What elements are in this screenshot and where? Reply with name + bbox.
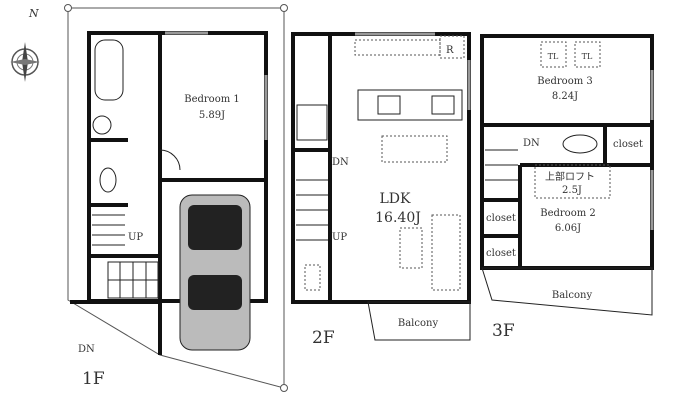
skylight-2-label: TL bbox=[582, 52, 593, 61]
balcony-3f-label: Balcony bbox=[552, 290, 593, 301]
stairs bbox=[296, 179, 328, 241]
compass-icon: N bbox=[10, 7, 40, 82]
floor-2: R DN UP LDK 16.40J Balcony 2F bbox=[291, 32, 471, 348]
bedroom-2-name: Bedroom 2 bbox=[540, 208, 596, 219]
closet-label: closet bbox=[486, 248, 516, 259]
skylight-1-label: TL bbox=[548, 52, 559, 61]
bedroom-1-size: 5.89J bbox=[199, 110, 225, 121]
stairs bbox=[485, 149, 518, 181]
stairs-down-label: DN bbox=[523, 138, 540, 149]
stairs bbox=[92, 214, 125, 246]
entry-tiles bbox=[107, 261, 159, 299]
sink-icon bbox=[92, 115, 112, 135]
bedroom-3-size: 8.24J bbox=[552, 91, 578, 102]
closet-label: closet bbox=[613, 139, 643, 150]
ldk-size: 16.40J bbox=[375, 210, 421, 226]
toilet-icon bbox=[99, 167, 117, 193]
loft-outline bbox=[534, 164, 611, 199]
washstand-icon bbox=[296, 104, 328, 141]
balcony-3f bbox=[481, 267, 653, 316]
loft-name: 上部ロフト bbox=[545, 170, 595, 183]
bathtub-icon bbox=[94, 39, 124, 101]
toilet-icon bbox=[562, 134, 598, 154]
floor-1: Bedroom 1 5.89J UP DN 1F bbox=[70, 31, 268, 389]
door-swing bbox=[159, 149, 181, 171]
sofa bbox=[431, 214, 461, 291]
floor-3: TL TL Bedroom 3 8.24J 上部ロフト 2.5J Bedroom… bbox=[480, 34, 654, 341]
compass-north-label: N bbox=[28, 7, 39, 20]
floor-2-label: 2F bbox=[312, 328, 335, 348]
stove-icon bbox=[431, 95, 455, 115]
stairs-up-label: UP bbox=[128, 232, 143, 243]
fridge-mark: R bbox=[446, 45, 454, 56]
ldk-name: LDK bbox=[380, 191, 412, 207]
dining-table bbox=[381, 135, 448, 163]
bedroom-3-name: Bedroom 3 bbox=[537, 76, 593, 87]
floor-1-label: 1F bbox=[82, 369, 105, 389]
stairs-up-label: UP bbox=[332, 232, 347, 243]
bedroom-2-size: 6.06J bbox=[555, 223, 581, 234]
balcony-2f bbox=[367, 301, 471, 341]
bedroom-1-name: Bedroom 1 bbox=[184, 94, 240, 105]
lot-boundary bbox=[64, 4, 288, 392]
loft-size: 2.5J bbox=[562, 185, 582, 196]
coffee-table bbox=[399, 227, 423, 269]
stairs-down-label: DN bbox=[332, 157, 349, 168]
entry-down-label: DN bbox=[78, 344, 95, 355]
car-icon bbox=[179, 194, 251, 351]
closet-label: closet bbox=[486, 213, 516, 224]
kitchen-sink-icon bbox=[377, 95, 401, 115]
balcony-2f-label: Balcony bbox=[398, 318, 439, 329]
floor-3-label: 3F bbox=[492, 321, 515, 341]
kitchen-counter bbox=[357, 89, 463, 121]
